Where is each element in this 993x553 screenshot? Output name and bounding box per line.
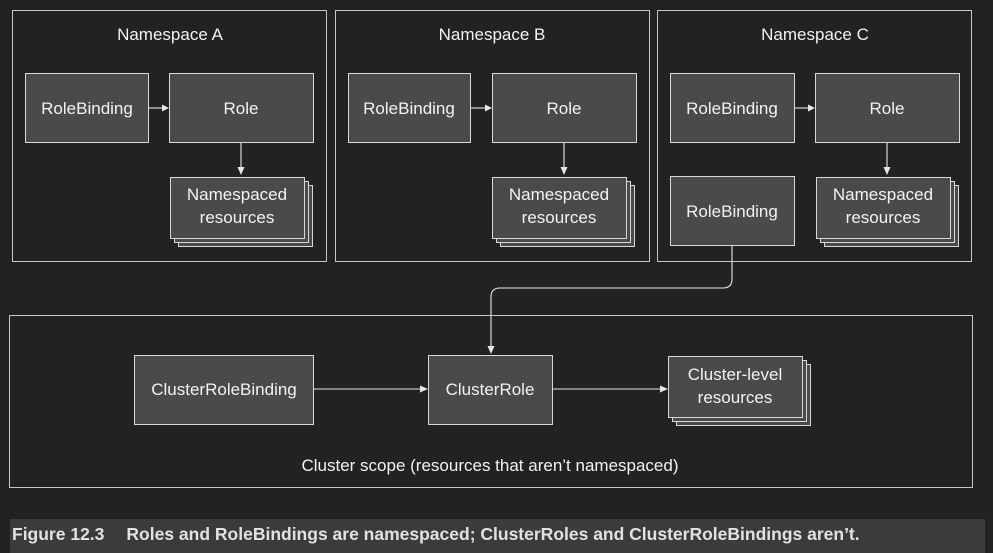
- cluster-role-binding: [134, 355, 314, 425]
- namespace-a-rolebinding: [25, 73, 149, 143]
- namespace-a-role-label: Role: [224, 99, 259, 118]
- namespace-b-resources-line1: Namespaced: [509, 185, 609, 204]
- namespace-b-arrowhead-2: [560, 167, 568, 175]
- namespace-a-rolebinding-label: RoleBinding: [41, 99, 133, 118]
- namespace-b-resources-line2: resources: [522, 208, 597, 227]
- cluster-resources-line1: Cluster-level: [688, 365, 782, 384]
- cluster-role-label: ClusterRole: [446, 380, 535, 399]
- namespace-c-extra-rolebinding-label: RoleBinding: [686, 202, 778, 221]
- namespace-c-arrowhead-2: [883, 167, 891, 175]
- namespace-a-role: [169, 73, 314, 143]
- namespace-c-resources: [816, 177, 951, 239]
- rbac-diagram: Namespace A Namespace B Namespace C Role…: [9, 10, 973, 488]
- namespace-c-resources-line2: resources: [846, 208, 921, 227]
- arrowhead-binding-to-clusterrole: [420, 385, 428, 393]
- cluster-role: [428, 355, 553, 425]
- namespace-b-title: Namespace B: [439, 25, 546, 44]
- cluster-resources: [668, 356, 803, 418]
- namespace-a-resources-line2: resources: [200, 208, 275, 227]
- namespace-b-frame: [335, 10, 650, 262]
- namespace-c-arrowhead-1: [808, 104, 815, 112]
- namespace-a-arrowhead-2: [237, 167, 245, 175]
- namespace-c-frame: [657, 10, 972, 262]
- namespace-b-role-label: Role: [547, 99, 582, 118]
- namespace-c-title: Namespace C: [761, 25, 869, 44]
- cluster-resources-line2: resources: [698, 388, 773, 407]
- namespace-c-role: [815, 73, 960, 143]
- namespace-c-rolebinding-label: RoleBinding: [686, 99, 778, 118]
- namespace-c-resources-line1: Namespaced: [833, 185, 933, 204]
- namespace-a-frame: [12, 10, 327, 262]
- namespace-c-extra-rolebinding: [670, 176, 795, 246]
- namespace-b-resources: [492, 177, 627, 239]
- namespace-b-rolebinding-label: RoleBinding: [363, 99, 455, 118]
- cluster-role-binding-label: ClusterRoleBinding: [151, 380, 297, 399]
- figure-number: Figure 12.3: [12, 524, 105, 544]
- cluster-scope-frame: [9, 315, 973, 488]
- cluster-scope-label: Cluster scope (resources that aren’t nam…: [301, 456, 678, 475]
- namespace-c-rolebinding: [670, 73, 795, 143]
- namespace-b-arrowhead-1: [485, 104, 492, 112]
- figure-caption: Figure 12.3 Roles and RoleBindings are na…: [10, 519, 985, 553]
- namespace-b-role: [492, 73, 637, 143]
- namespace-a-title: Namespace A: [117, 25, 223, 44]
- namespace-c-role-label: Role: [870, 99, 905, 118]
- namespace-a-arrowhead-1: [162, 104, 169, 112]
- rolebinding-to-clusterrole-connector: [490, 246, 733, 346]
- namespace-a-resources-line1: Namespaced: [187, 185, 287, 204]
- figure-caption-text: Roles and RoleBindings are namespaced; C…: [126, 524, 860, 544]
- arrowhead-clusterrole-to-resources: [660, 385, 668, 393]
- namespace-a-resources: [170, 177, 305, 239]
- namespace-b-rolebinding: [348, 73, 471, 143]
- connector-arrowhead: [487, 346, 495, 354]
